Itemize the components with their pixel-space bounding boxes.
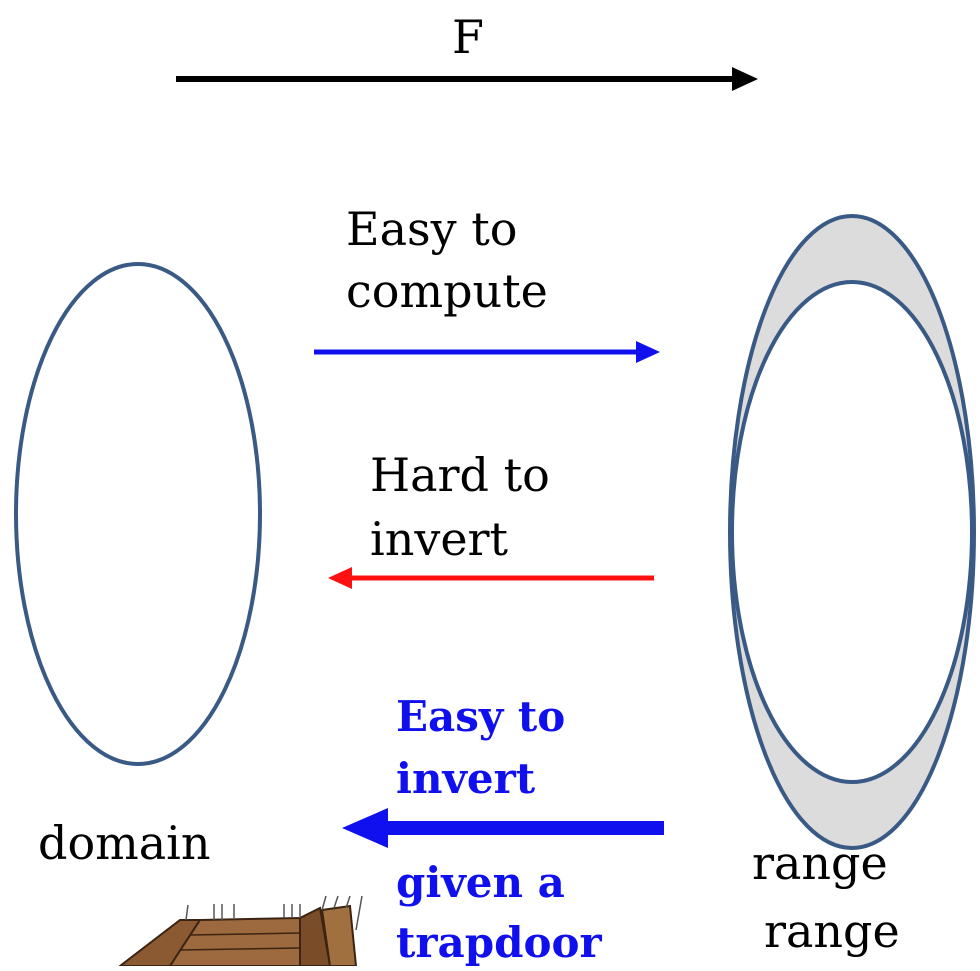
range-label-2: range (764, 904, 900, 958)
domain-ellipse (14, 262, 262, 766)
compute-label-line1: Easy to (346, 202, 518, 256)
domain-label: domain (38, 816, 211, 870)
trapdoor-label-line3: given a (396, 858, 565, 907)
hard-invert-arrow (328, 567, 654, 589)
compute-arrow (314, 341, 660, 363)
hard-label-line1: Hard to (370, 448, 550, 502)
function-label: F (452, 10, 484, 64)
compute-label-line2: compute (346, 264, 548, 318)
hard-label-line2: invert (370, 512, 509, 566)
range-label-1: range (752, 836, 888, 890)
range-inner-ellipse (730, 280, 974, 784)
trapdoor-label-line4: trapdoor (396, 918, 602, 967)
trapdoor-label-line1: Easy to (396, 692, 566, 741)
trapdoor-label-line2: invert (396, 754, 536, 803)
f-arrow (176, 67, 758, 91)
trapdoor-invert-arrow (342, 808, 664, 848)
trapdoor-illustration (117, 895, 363, 967)
